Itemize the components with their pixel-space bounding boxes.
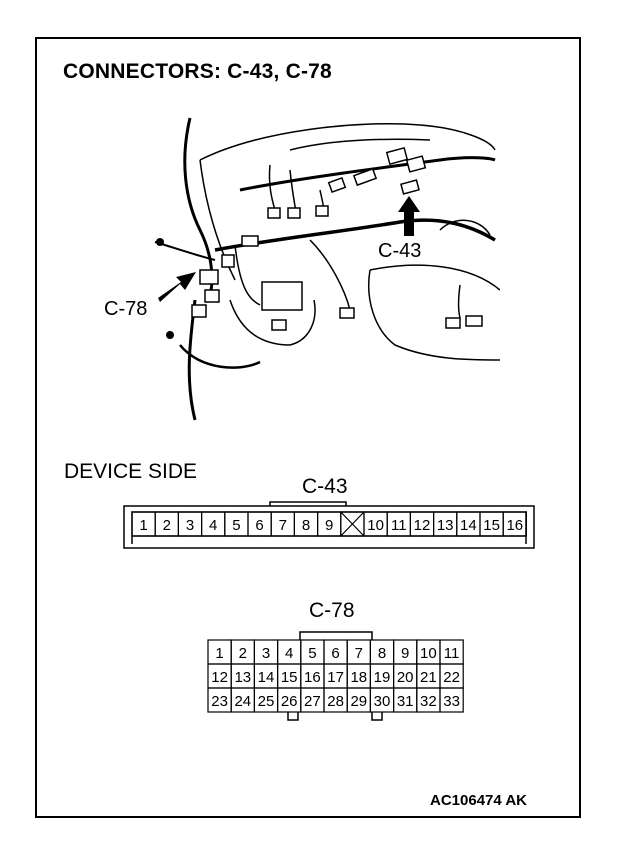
c78-pin-number: 17 xyxy=(327,669,344,686)
c43-pin-number: 7 xyxy=(279,517,287,534)
c43-pin-number: 10 xyxy=(367,517,384,534)
c78-pin-number: 25 xyxy=(258,693,275,710)
c78-pin-number: 30 xyxy=(374,693,391,710)
c43-pin-number: 2 xyxy=(163,517,171,534)
c43-pin-number: 11 xyxy=(391,517,407,534)
c78-pin-number: 15 xyxy=(281,669,298,686)
callout-c43: C-43 xyxy=(378,240,422,262)
figure-frame xyxy=(35,37,581,818)
c78-pin-number: 9 xyxy=(401,645,409,662)
c78-pin-number: 27 xyxy=(304,693,321,710)
c78-pin-number: 16 xyxy=(304,669,321,686)
reference-code: AC106474 AK xyxy=(430,792,527,809)
c43-pin-number: 1 xyxy=(139,517,147,534)
c78-pin-number: 10 xyxy=(420,645,437,662)
c78-pin-number: 29 xyxy=(350,693,367,710)
c43-pin-number: 9 xyxy=(325,517,333,534)
c78-pin-cell xyxy=(439,687,464,713)
c43-blank-cavity xyxy=(340,511,365,537)
c78-pin-number: 28 xyxy=(327,693,344,710)
c78-pin-number: 3 xyxy=(262,645,270,662)
c43-pin-number: 12 xyxy=(414,517,431,534)
c43-pin-number: 3 xyxy=(186,517,194,534)
c78-pin-number: 7 xyxy=(355,645,363,662)
c78-pin-number: 24 xyxy=(234,693,251,710)
figure-title: CONNECTORS: C-43, C-78 xyxy=(63,60,332,83)
c78-pin-number: 31 xyxy=(397,693,414,710)
c78-pin-number: 33 xyxy=(443,693,460,710)
c78-pin-number: 11 xyxy=(444,645,460,662)
callout-c78: C-78 xyxy=(104,298,148,320)
c78-pin-number: 2 xyxy=(239,645,247,662)
c78-pin-number: 32 xyxy=(420,693,437,710)
c78-pin-number: 4 xyxy=(285,645,293,662)
c43-pin-cell xyxy=(502,511,528,537)
c78-pin-number: 26 xyxy=(281,693,298,710)
c78-pin-number: 5 xyxy=(308,645,316,662)
c43-pin-number: 14 xyxy=(460,517,477,534)
c43-pin-number: 8 xyxy=(302,517,310,534)
c43-pin-number: 6 xyxy=(255,517,263,534)
c43-pin-number: 4 xyxy=(209,517,217,534)
c78-pin-number: 22 xyxy=(443,669,460,686)
c78-pin-number: 12 xyxy=(211,669,228,686)
c78-pin-number: 20 xyxy=(397,669,414,686)
c78-pin-number: 1 xyxy=(215,645,223,662)
c43-pin-number: 5 xyxy=(232,517,240,534)
c78-pin-number: 23 xyxy=(211,693,228,710)
c78-connector-label: C-78 xyxy=(309,599,355,622)
c78-pin-number: 21 xyxy=(420,669,437,686)
c78-pin-number: 18 xyxy=(350,669,367,686)
c43-connector-label: C-43 xyxy=(302,475,348,498)
c78-pin-number: 13 xyxy=(234,669,251,686)
c43-pin-number: 16 xyxy=(506,517,523,534)
c78-pin-number: 14 xyxy=(258,669,275,686)
c78-pin-number: 8 xyxy=(378,645,386,662)
c78-pin-number: 6 xyxy=(331,645,339,662)
c43-pin-number: 13 xyxy=(437,517,454,534)
c78-pin-number: 19 xyxy=(374,669,391,686)
device-side-label: DEVICE SIDE xyxy=(64,460,198,483)
harness-illustration xyxy=(154,117,500,421)
c43-pin-number: 15 xyxy=(483,517,500,534)
